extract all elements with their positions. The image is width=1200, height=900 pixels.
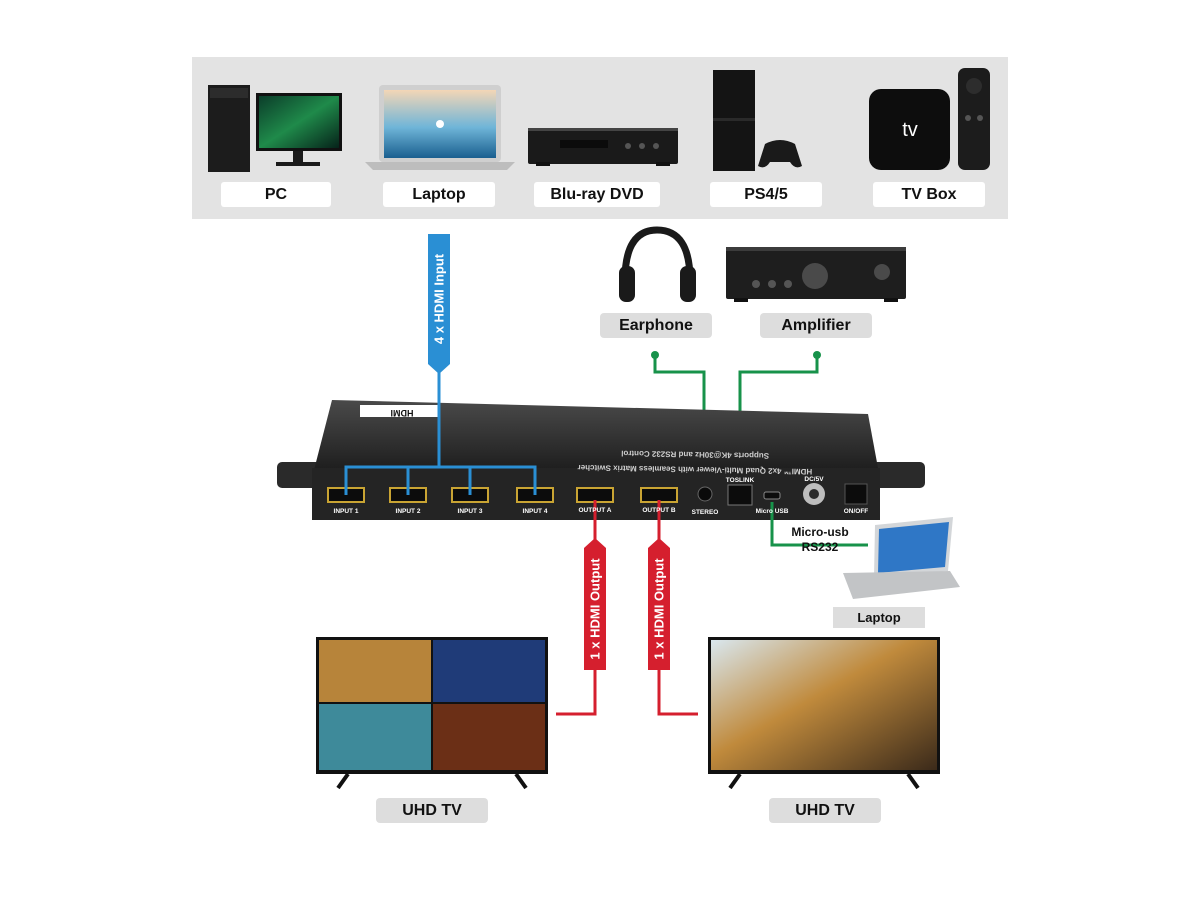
- micro-usb-cable: [770, 502, 868, 547]
- device-top-text: HDMI™ 4x2 Quad Multi-Viewer with Seamles…: [510, 444, 880, 480]
- port-stereo: STEREO: [691, 509, 719, 516]
- port-output-b: OUTPUT B: [642, 507, 676, 514]
- port-toslink: TOSLINK: [725, 477, 755, 484]
- hdmi-output-b-label: 1 x HDMI Output: [652, 558, 667, 660]
- uhd-tv-left: [316, 637, 548, 790]
- control-laptop-icon: [843, 517, 960, 599]
- bluray-player-icon: [528, 128, 678, 166]
- amplifier-icon: [726, 247, 906, 302]
- game-console-icon: [713, 70, 802, 171]
- audio-label-amplifier: Amplifier: [760, 313, 872, 338]
- display-label-right: UHD TV: [769, 798, 881, 823]
- hdmi-output-a-label: 1 x HDMI Output: [588, 558, 603, 660]
- audio-label-earphone: Earphone: [600, 313, 712, 338]
- laptop-icon: [365, 85, 515, 170]
- control-laptop-label: Laptop: [833, 607, 925, 628]
- tv-box-icon: tv: [869, 68, 990, 170]
- source-label-laptop: Laptop: [383, 182, 495, 207]
- display-label-left: UHD TV: [376, 798, 488, 823]
- headphones-icon: [619, 226, 696, 302]
- diagram-graphics: tv: [208, 68, 990, 790]
- source-label-pc: PC: [221, 182, 331, 207]
- port-input-2: INPUT 2: [395, 508, 421, 515]
- port-input-4: INPUT 4: [522, 508, 548, 515]
- hdmi-input-label: 4 x HDMI Input: [432, 253, 447, 344]
- source-label-tvbox: TV Box: [873, 182, 985, 207]
- rs232-label: RS232: [801, 540, 839, 554]
- diagram-stage: tv: [150, 0, 1050, 900]
- port-micro-usb: Micro USB: [755, 508, 789, 515]
- source-label-ps: PS4/5: [710, 182, 822, 207]
- port-on-off: ON/OFF: [843, 508, 869, 515]
- desktop-pc-icon: [208, 85, 342, 172]
- port-input-1: INPUT 1: [333, 508, 359, 515]
- source-label-bluray: Blu-ray DVD: [534, 182, 660, 207]
- port-input-3: INPUT 3: [457, 508, 483, 515]
- port-dc-5v: DC/5V: [804, 476, 824, 483]
- port-output-a: OUTPUT A: [578, 507, 612, 514]
- control-label: Micro-usb RS232: [775, 525, 865, 555]
- svg-text:tv: tv: [902, 119, 918, 141]
- hdmi-input-cables: 4 x HDMI Input: [344, 234, 537, 495]
- hdmi-output-cables: 1 x HDMI Output 1 x HDMI Output: [556, 500, 698, 716]
- micro-usb-label: Micro-usb: [791, 525, 849, 539]
- device-brand-logo: HDMI: [390, 408, 414, 418]
- uhd-tv-right: [708, 637, 940, 790]
